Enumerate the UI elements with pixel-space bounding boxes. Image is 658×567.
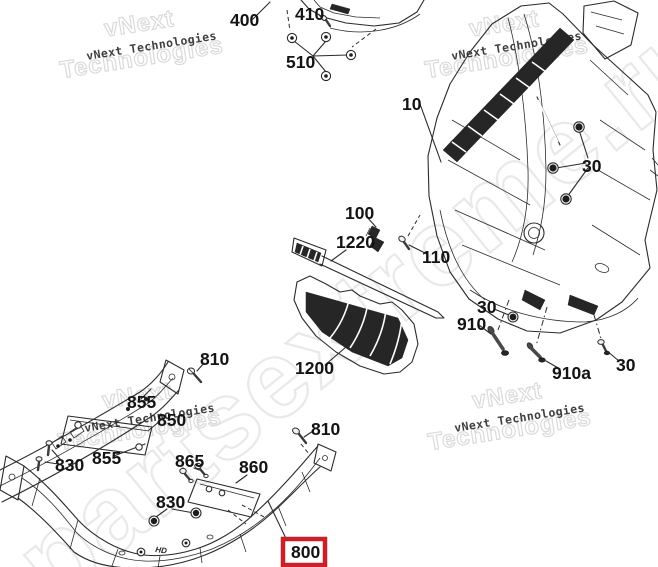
part-label-855[interactable]: 855 — [92, 448, 121, 468]
part-label-410[interactable]: 410 — [295, 4, 324, 24]
fastener-110 — [398, 214, 428, 255]
part-label-910[interactable]: 910 — [457, 314, 486, 334]
part-label-800[interactable]: 800 — [291, 542, 320, 562]
part-label-1220[interactable]: 1220 — [336, 232, 375, 252]
part-label-850[interactable]: 850 — [157, 410, 186, 430]
part-label-860[interactable]: 860 — [239, 457, 268, 477]
part-label-30[interactable]: 30 — [582, 156, 602, 176]
part-label-855[interactable]: 855 — [127, 392, 156, 412]
part-label-110[interactable]: 110 — [422, 247, 450, 267]
leader-10 — [419, 103, 442, 163]
fastener-group-510 — [286, 9, 377, 82]
deflector-piece — [582, 0, 639, 60]
upper-rail-part — [0, 359, 185, 503]
leader-400 — [252, 1, 271, 20]
part-label-810[interactable]: 810 — [200, 349, 229, 369]
grille-1220 — [291, 237, 445, 319]
bumper-part-800: HD — [0, 443, 337, 567]
part-label-400[interactable]: 400 — [230, 10, 259, 30]
part-label-865[interactable]: 865 — [175, 451, 204, 471]
plate-850 — [60, 388, 161, 457]
fastener-group-830-left — [35, 440, 61, 472]
fastener-810-right — [292, 427, 314, 455]
part-label-100[interactable]: 100 — [345, 203, 374, 223]
part-label-810[interactable]: 810 — [311, 419, 340, 439]
fastener-810-left — [186, 362, 205, 384]
fastener-30-middle — [493, 308, 519, 323]
part-label-510[interactable]: 510 — [286, 52, 315, 72]
part-label-10[interactable]: 10 — [402, 94, 422, 114]
top-panel-part — [300, 0, 425, 33]
fastener-410 — [320, 14, 332, 28]
bracket-100 — [365, 215, 385, 253]
bumper-hd-logo: HD — [155, 545, 168, 556]
fastener-group-830-center — [148, 507, 202, 527]
fastener-group-30-fascia — [547, 121, 589, 205]
grille-1200 — [293, 275, 419, 375]
fastener-group-865 — [179, 462, 209, 484]
part-label-910a[interactable]: 910a — [552, 363, 591, 383]
part-label-830[interactable]: 830 — [55, 455, 84, 475]
part-label-30[interactable]: 30 — [616, 355, 636, 375]
fastener-group-910 — [478, 299, 620, 370]
part-label-1200[interactable]: 1200 — [295, 358, 334, 378]
highlight-box-800 — [280, 536, 328, 567]
part-label-830[interactable]: 830 — [156, 492, 185, 512]
part-label-30[interactable]: 30 — [477, 297, 497, 317]
fascia-part — [427, 2, 658, 334]
